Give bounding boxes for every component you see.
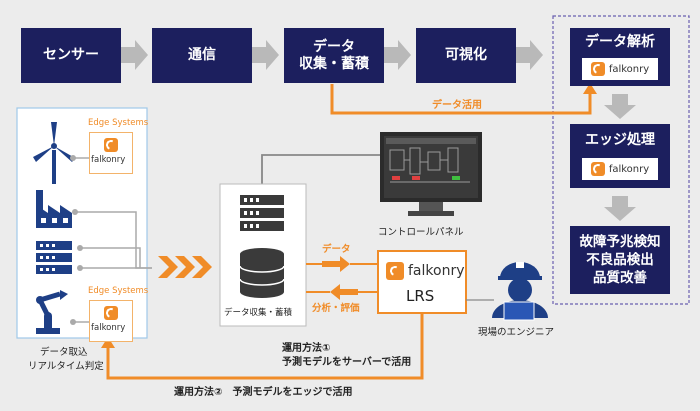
edge-system-bottom: falkonry xyxy=(89,300,133,342)
lrs-box xyxy=(377,250,467,314)
edge-bottom-logo-text: falkonry xyxy=(91,323,126,333)
right-column-frame xyxy=(552,15,690,305)
result-label-2: 不良品検出 xyxy=(586,252,654,268)
chevron-arrows xyxy=(158,256,212,278)
arrow-edge-result xyxy=(604,196,636,221)
collect-box: データ 収集・蓄積 xyxy=(284,28,384,83)
data-exchange-lines xyxy=(306,263,378,293)
result-label-1: 故障予兆検知 xyxy=(579,234,661,250)
data-use-label: データ活用 xyxy=(432,100,482,111)
intake-label-2: リアルタイム判定 xyxy=(28,361,104,372)
factory-icon xyxy=(36,190,78,228)
monitor-icon xyxy=(380,132,482,216)
falkonry-logo-icon xyxy=(590,62,605,76)
control-panel-label: コントロールパネル xyxy=(378,227,464,238)
storage-server-icon xyxy=(240,195,284,231)
lrs-brand-text: falkonry xyxy=(408,263,465,279)
arrow-visualize-analysis xyxy=(516,40,543,70)
edge-logo-text: falkonry xyxy=(608,163,650,175)
visualize-box: 可視化 xyxy=(416,28,516,83)
arrow-analysis-edge xyxy=(604,94,636,119)
result-label-3: 品質改善 xyxy=(593,270,647,286)
falkonry-logo-icon xyxy=(104,138,118,152)
visualize-label: 可視化 xyxy=(445,47,487,63)
data-exchange-arrows xyxy=(322,256,358,300)
flow-arrows xyxy=(121,40,636,221)
storage-connectors xyxy=(261,154,380,184)
data-arrow-label: データ xyxy=(322,244,351,255)
analysis-arrow-label: 分析・評価 xyxy=(312,303,360,314)
analysis-logo-text: falkonry xyxy=(608,63,650,75)
arrow-sensor-comm xyxy=(121,40,148,70)
lrs-logo: falkonry xyxy=(386,262,465,280)
data-use-arrowhead xyxy=(583,83,597,94)
storage-label: データ収集・蓄積 xyxy=(224,308,293,318)
wind-turbine-icon xyxy=(33,122,76,184)
falkonry-logo-icon xyxy=(386,262,404,280)
edge-system-top: falkonry xyxy=(89,132,133,174)
collect-label-1: データ xyxy=(313,38,355,55)
edge-systems-label-bottom: Edge Systems xyxy=(88,286,149,296)
method2-line xyxy=(106,313,424,380)
result-box: 故障予兆検知 不良品検出 品質改善 xyxy=(570,226,670,294)
database-icon xyxy=(239,248,285,298)
edge-label: エッジ処理 xyxy=(585,132,655,148)
edge-top-logo-text: falkonry xyxy=(91,155,126,165)
method1-label-2: 予測モデルをサーバーで活用 xyxy=(282,357,412,368)
robot-arm-icon xyxy=(36,290,76,334)
method1-label-1: 運用方法① xyxy=(282,343,331,354)
lrs-label: LRS xyxy=(406,287,435,305)
sensor-label: センサー xyxy=(43,47,99,63)
comm-label: 通信 xyxy=(188,47,216,63)
engineer-icon xyxy=(492,262,548,321)
collect-label-2: 収集・蓄積 xyxy=(299,55,369,72)
falkonry-logo-icon xyxy=(590,162,605,176)
analysis-logo: falkonry xyxy=(582,58,658,80)
engineer-label: 現場のエンジニア xyxy=(478,327,555,338)
edge-systems-label-top: Edge Systems xyxy=(88,118,149,128)
server-rack-icon xyxy=(36,241,83,274)
comm-box: 通信 xyxy=(152,28,252,83)
falkonry-logo-icon xyxy=(104,306,118,320)
sensor-box: センサー xyxy=(21,28,121,83)
analysis-label: データ解析 xyxy=(585,34,655,50)
arrow-collect-visualize xyxy=(384,40,411,70)
arrow-comm-collect xyxy=(252,40,279,70)
method2-label: 運用方法② 予測モデルをエッジで活用 xyxy=(174,387,353,398)
data-use-line xyxy=(330,84,592,115)
edge-logo: falkonry xyxy=(582,158,658,180)
intake-label-1: データ取込 xyxy=(40,347,88,358)
method2-arrowhead xyxy=(101,337,115,348)
